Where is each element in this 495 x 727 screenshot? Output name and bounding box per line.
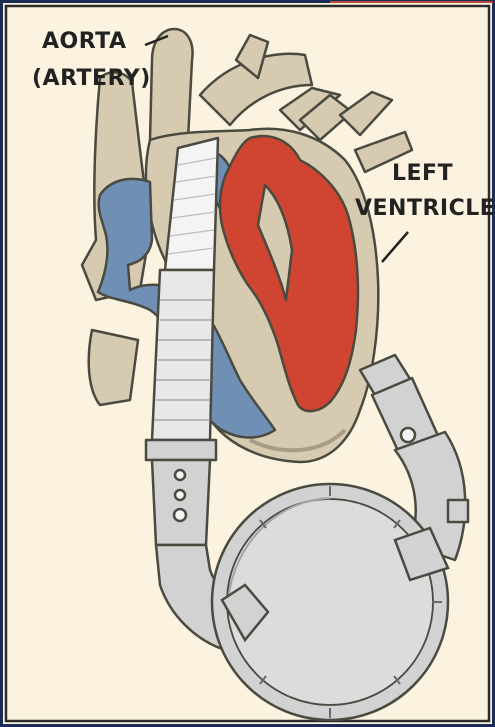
pulmonary-branch-3 (340, 92, 392, 135)
aorta-label: AORTA (ARTERY) (32, 29, 151, 91)
ventricle-label-line1: LEFT (392, 161, 453, 186)
ventricle-leader-line (382, 232, 408, 262)
connector-hole-2 (175, 490, 185, 500)
heart-illustration (82, 29, 412, 462)
connector-hole-3 (174, 509, 186, 521)
connector-hole-1 (175, 470, 185, 480)
aorta-label-line2: (ARTERY) (32, 66, 151, 91)
inferior-vessel (89, 330, 138, 405)
aorta-trunk (150, 29, 193, 140)
cannula-hole (401, 428, 415, 442)
ventricle-label-line2: VENTRICLE (355, 196, 495, 221)
aorta-label-line1: AORTA (42, 29, 127, 54)
graft-collar (146, 440, 216, 460)
inflow-clip (448, 500, 468, 522)
outflow-graft-lower (152, 270, 214, 440)
left-ventricle-label: LEFT VENTRICLE (355, 161, 495, 221)
lvad-pump-icon (212, 484, 448, 720)
